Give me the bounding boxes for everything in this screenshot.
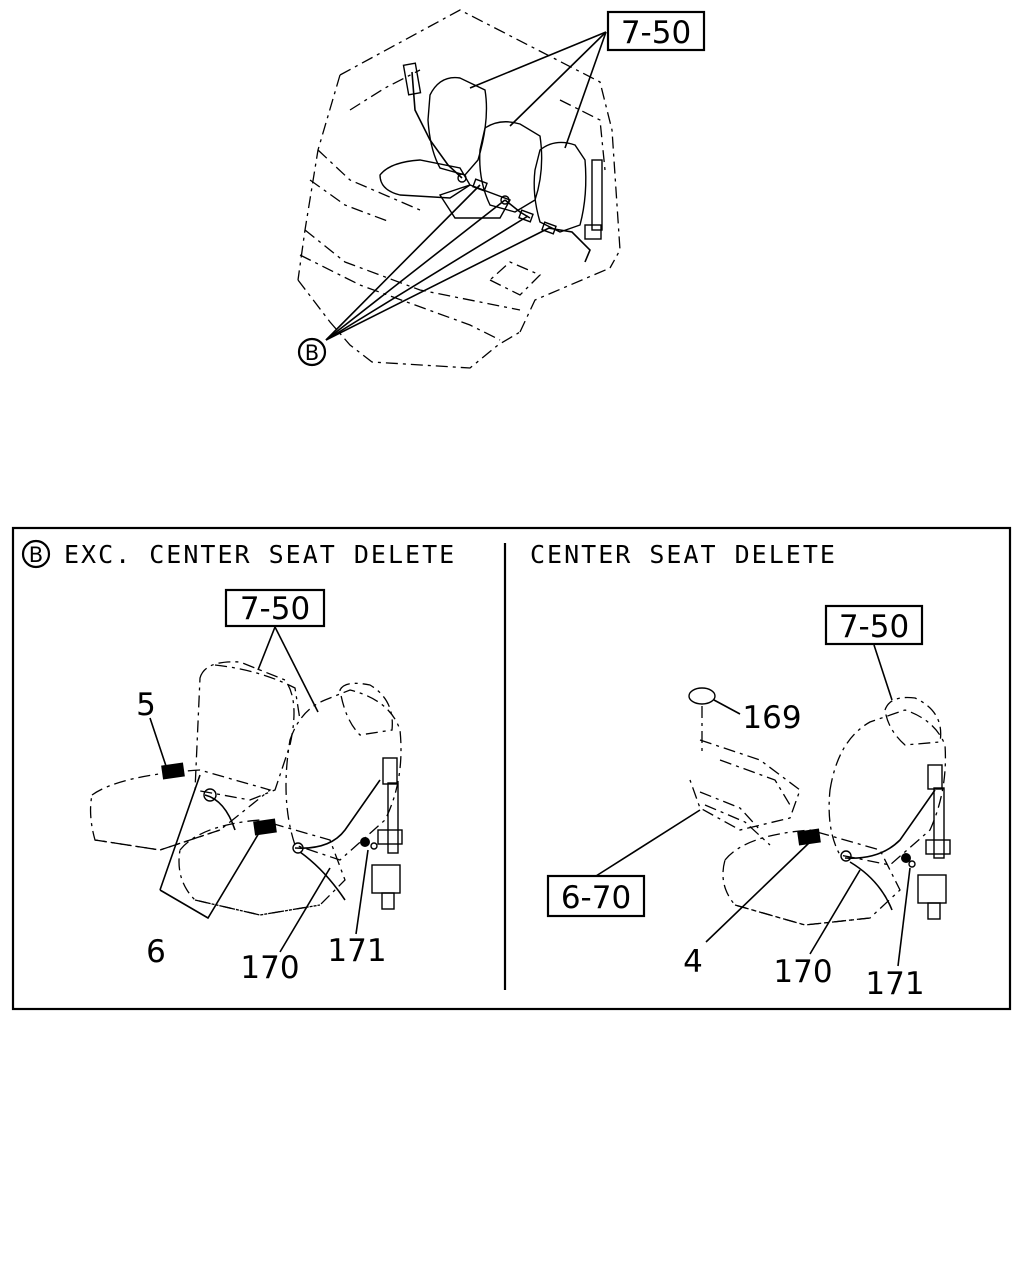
svg-text:EXC. CENTER SEAT DELETE: EXC. CENTER SEAT DELETE	[64, 540, 456, 569]
detail-frame	[11, 526, 1012, 1011]
svg-text:B: B	[305, 341, 319, 365]
top-circle-label-b: B	[297, 337, 327, 367]
part-label-5: 5	[136, 687, 156, 723]
svg-text:7-50: 7-50	[240, 591, 310, 627]
left-bench-seat-illustration	[89, 661, 403, 916]
svg-text:7-50: 7-50	[621, 15, 691, 51]
cab-overview-illustration	[297, 9, 621, 369]
left-panel-header: B EXC. CENTER SEAT DELETE	[21, 539, 456, 569]
left-callout-box-7-50: 7-50	[224, 588, 326, 628]
svg-text:B: B	[29, 543, 43, 567]
right-callout-box-7-50: 7-50	[824, 604, 924, 646]
svg-text:6-70: 6-70	[561, 880, 631, 916]
top-callout-box-7-50: 7-50	[606, 10, 706, 52]
part-label-171-right: 171	[865, 966, 924, 1002]
right-seat-illustration	[688, 687, 951, 926]
part-label-171-left: 171	[327, 933, 386, 969]
part-label-170-left: 170	[240, 950, 299, 986]
right-panel-header: CENTER SEAT DELETE	[530, 540, 837, 569]
svg-text:7-50: 7-50	[839, 609, 909, 645]
right-callout-box-6-70: 6-70	[546, 874, 646, 918]
part-label-6: 6	[146, 934, 166, 970]
part-label-169: 169	[742, 700, 801, 736]
part-label-4: 4	[683, 944, 703, 980]
part-label-170-right: 170	[773, 954, 832, 990]
